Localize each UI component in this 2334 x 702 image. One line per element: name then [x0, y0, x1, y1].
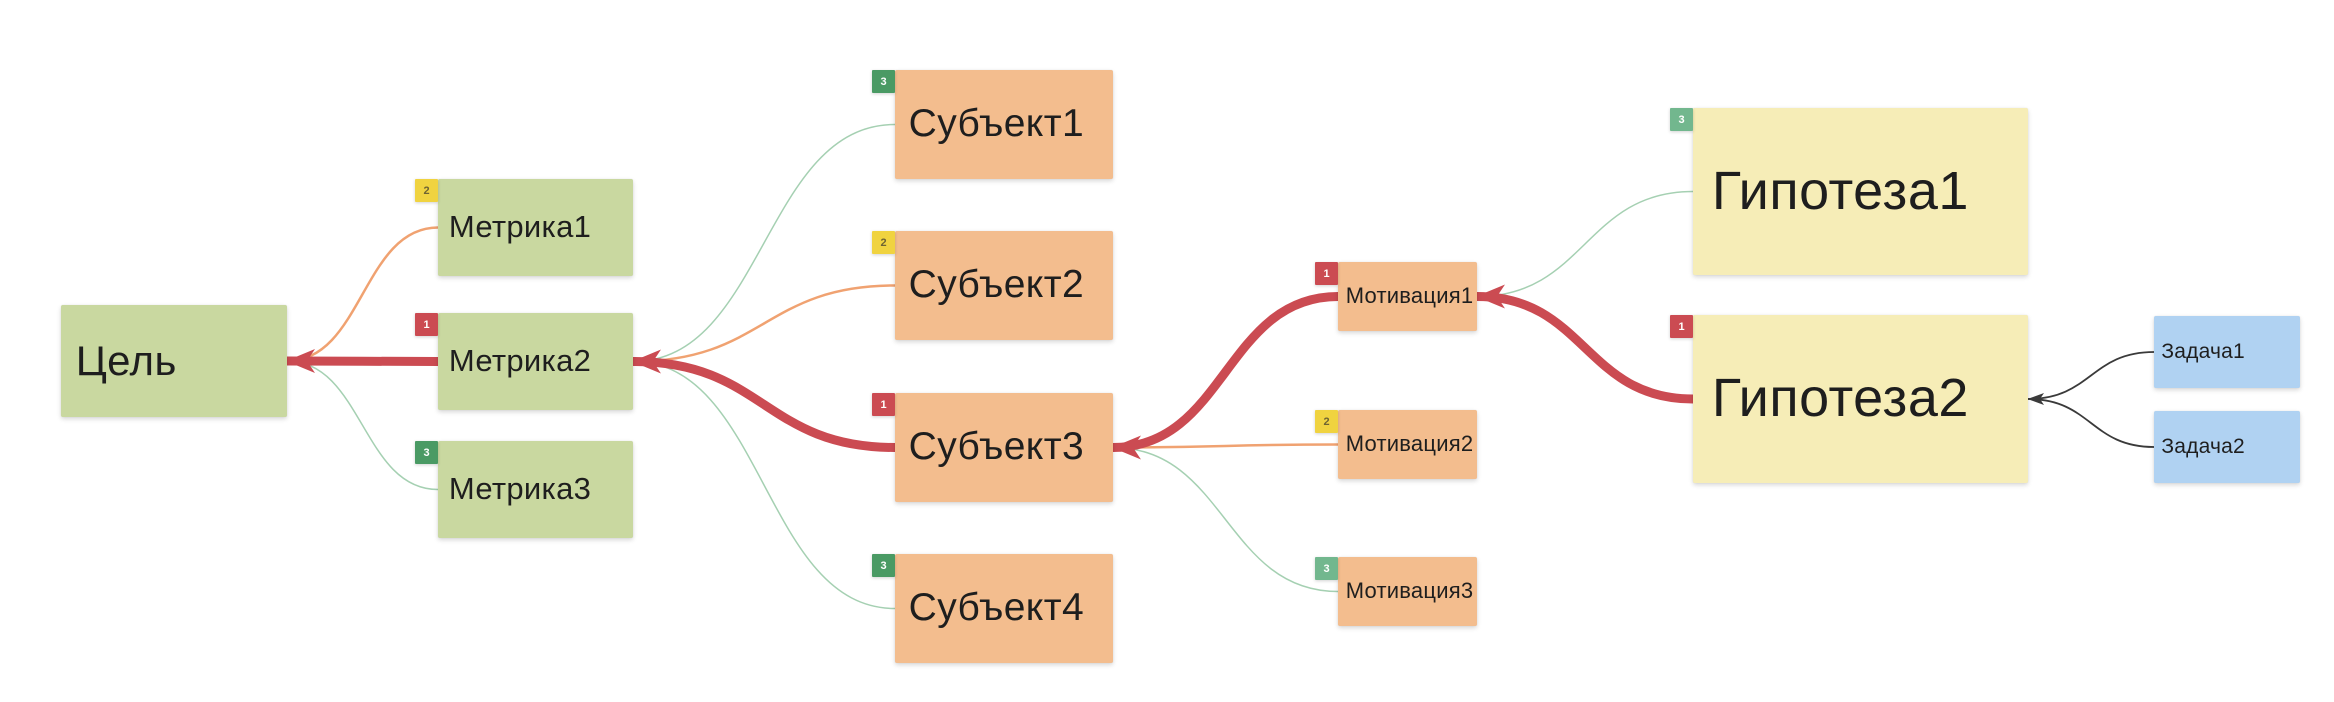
node-gipoteza2[interactable]: Гипотеза2 1	[1670, 315, 2028, 483]
edge-motivacia2-to-subekt3	[1111, 443, 1340, 449]
node-metrika1[interactable]: Метрика1 2	[415, 179, 633, 276]
node-subekt1[interactable]: Субъект1 3	[872, 70, 1113, 179]
node-label: Гипотеза1	[1711, 160, 1970, 221]
edge-zadacha1-to-gipoteza2	[2027, 351, 2155, 405]
priority-badge: 3	[415, 441, 438, 464]
priority-badge: 2	[415, 179, 438, 202]
node-label: Метрика3	[448, 471, 592, 507]
node-subekt3[interactable]: Субъект3 1	[872, 393, 1113, 502]
edge-subekt2-to-metrika2	[631, 284, 897, 363]
node-zadacha1[interactable]: Задача1	[2154, 316, 2300, 388]
node-label: Субъект4	[908, 586, 1085, 630]
node-label: Метрика2	[448, 343, 592, 379]
edge-subekt4-to-metrika2	[632, 360, 896, 610]
edge-subekt1-to-metrika2	[632, 123, 896, 363]
priority-badge: 2	[1315, 410, 1338, 433]
node-label: Задача1	[2161, 340, 2245, 364]
priority-badge: 3	[872, 554, 895, 577]
node-label: Цель	[75, 336, 177, 384]
node-subekt2[interactable]: Субъект2 2	[872, 231, 1113, 340]
node-label: Субъект3	[908, 425, 1085, 469]
priority-badge: 1	[1315, 262, 1338, 285]
edge-metrika3-to-cel	[286, 360, 439, 491]
priority-badge: 1	[415, 313, 438, 336]
node-label: Мотивация3	[1345, 578, 1474, 604]
node-label: Задача2	[2161, 435, 2245, 459]
edge-metrika1-to-cel	[285, 226, 440, 363]
node-motivacia1[interactable]: Мотивация1 1	[1315, 262, 1477, 331]
node-zadacha2[interactable]: Задача2	[2154, 411, 2300, 483]
node-motivacia3[interactable]: Мотивация3 3	[1315, 557, 1477, 626]
node-cel[interactable]: Цель	[61, 305, 287, 417]
node-motivacia2[interactable]: Мотивация2 2	[1315, 410, 1477, 479]
edge-subekt3-to-metrika2	[628, 349, 900, 452]
priority-badge: 1	[872, 393, 895, 416]
edge-metrika2-to-cel	[282, 349, 443, 374]
node-label: Субъект1	[908, 102, 1085, 146]
priority-badge: 3	[872, 70, 895, 93]
edge-motivacia1-to-subekt3	[1108, 292, 1343, 460]
edge-motivacia3-to-subekt3	[1112, 446, 1339, 593]
node-subekt4[interactable]: Субъект4 3	[872, 554, 1113, 663]
node-label: Гипотеза2	[1711, 368, 1970, 429]
node-gipoteza1[interactable]: Гипотеза1 3	[1670, 108, 2028, 275]
node-label: Мотивация2	[1345, 431, 1474, 457]
node-metrika3[interactable]: Метрика3 3	[415, 441, 633, 538]
priority-badge: 2	[872, 231, 895, 254]
priority-badge: 3	[1315, 557, 1338, 580]
edge-gipoteza2-to-motivacia1	[1472, 284, 1698, 404]
edge-zadacha2-to-gipoteza2	[2027, 398, 2155, 448]
node-label: Мотивация1	[1345, 283, 1474, 309]
node-label: Субъект2	[908, 263, 1085, 307]
node-label: Метрика1	[448, 209, 592, 245]
priority-badge: 1	[1670, 315, 1693, 338]
priority-badge: 3	[1670, 108, 1693, 131]
node-metrika2[interactable]: Метрика2 1	[415, 313, 633, 410]
edge-gipoteza1-to-motivacia1	[1476, 190, 1694, 298]
